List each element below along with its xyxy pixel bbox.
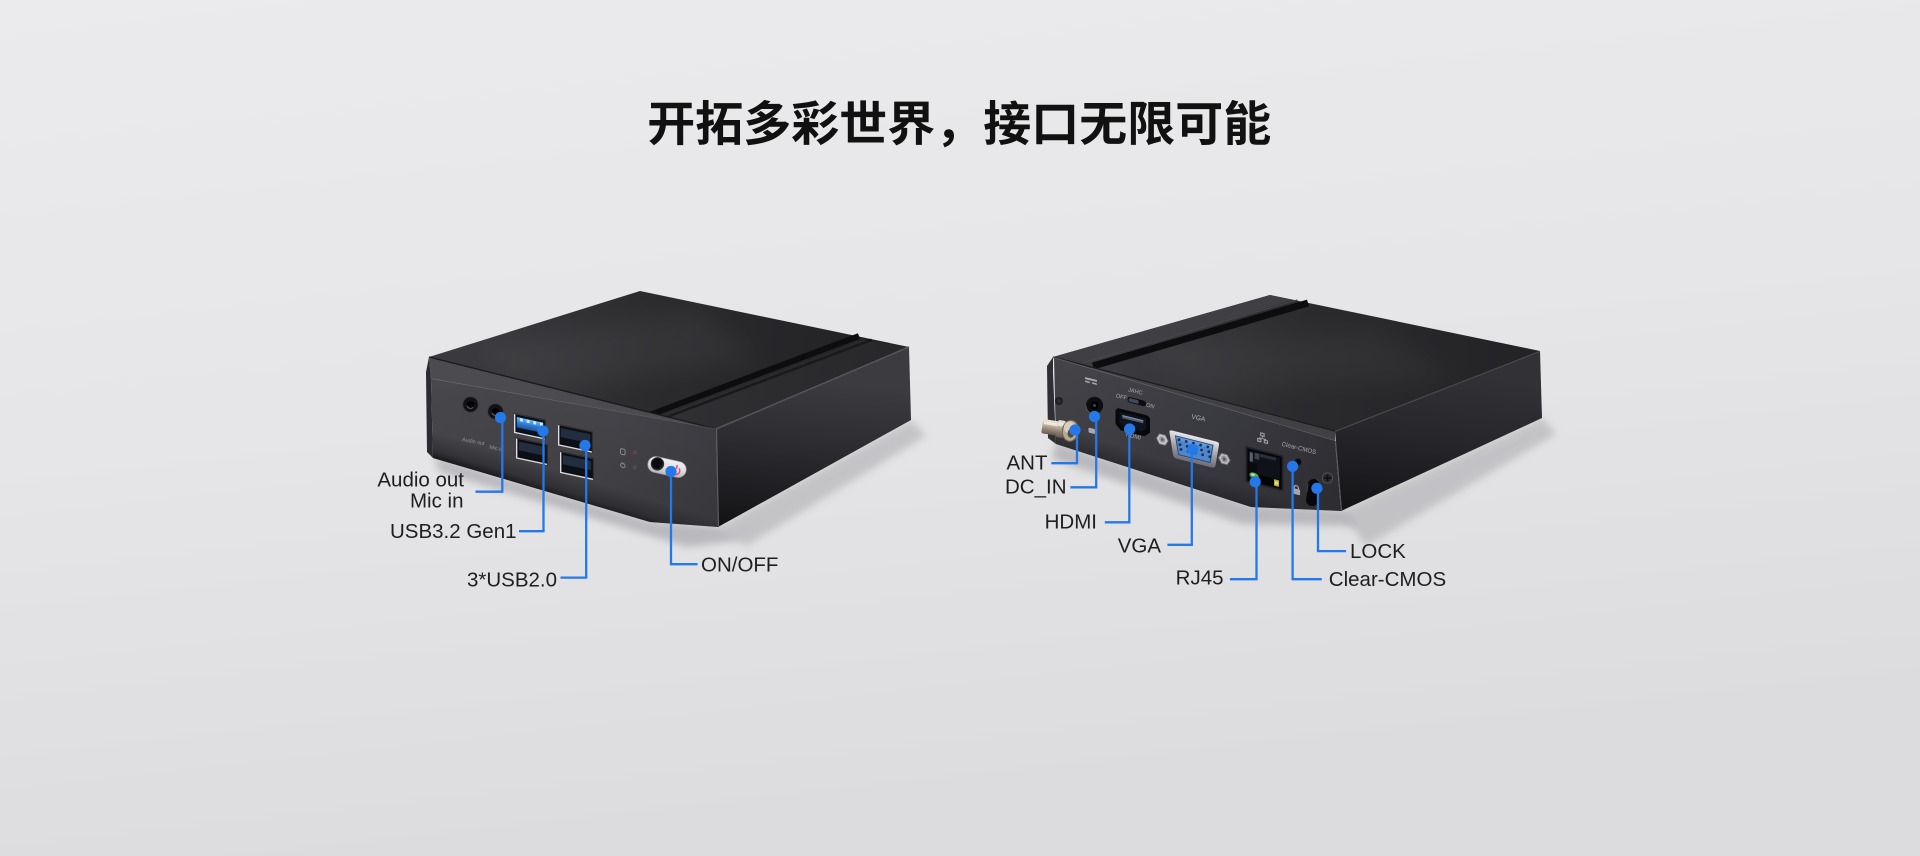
svg-text:HDMI: HDMI — [1045, 511, 1097, 534]
svg-text:ON: ON — [1145, 403, 1155, 411]
svg-text:3*USB2.0: 3*USB2.0 — [467, 569, 557, 592]
svg-text:RJ45: RJ45 — [1176, 567, 1224, 590]
svg-text:Audio out: Audio out — [461, 437, 485, 447]
svg-text:Audio out: Audio out — [377, 469, 464, 492]
svg-text:JAHC: JAHC — [1127, 387, 1143, 396]
svg-text:Clear-CMOS: Clear-CMOS — [1329, 568, 1446, 591]
svg-text:VGA: VGA — [1118, 535, 1162, 558]
svg-text:USB3.2 Gen1: USB3.2 Gen1 — [390, 520, 517, 543]
svg-text:DC_IN: DC_IN — [1005, 476, 1067, 499]
svg-text:ON/OFF: ON/OFF — [701, 554, 778, 577]
svg-text:Mic in: Mic in — [489, 445, 504, 454]
svg-text:OFF: OFF — [1115, 393, 1128, 402]
svg-text:VGA: VGA — [1191, 414, 1207, 424]
svg-text:HDMI: HDMI — [1125, 432, 1142, 442]
svg-text:Mic in: Mic in — [410, 490, 464, 513]
svg-text:ANT: ANT — [1007, 452, 1048, 475]
svg-text:LOCK: LOCK — [1350, 540, 1406, 563]
